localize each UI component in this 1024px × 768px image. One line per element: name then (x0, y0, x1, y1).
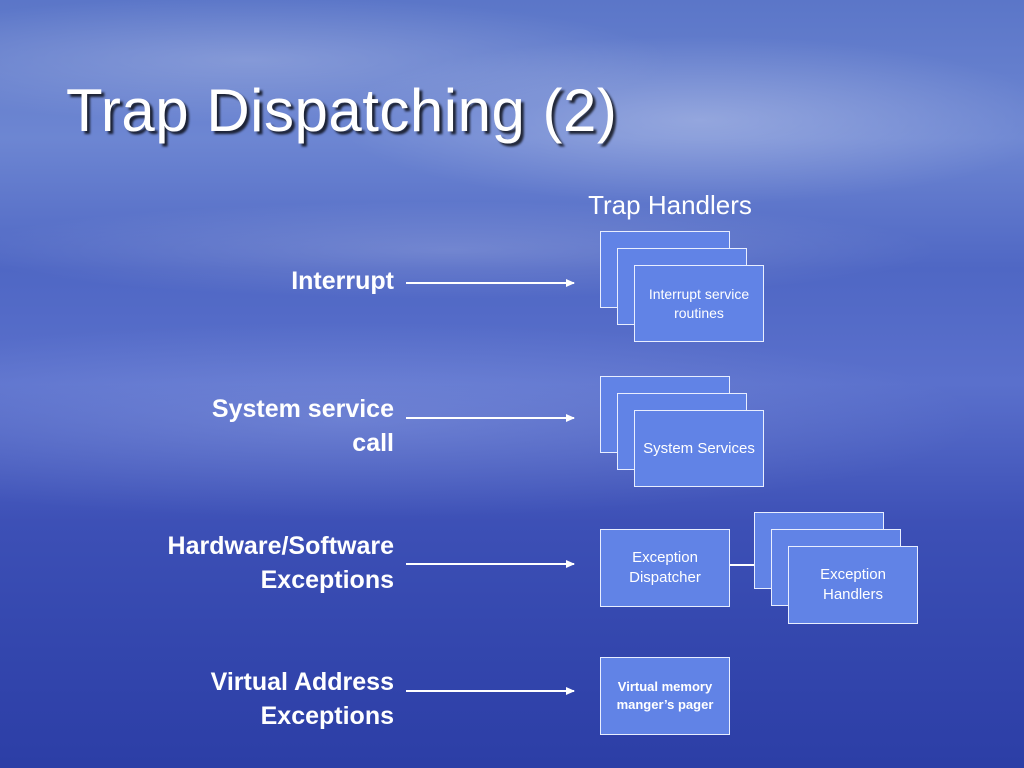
slide-title: Trap Dispatching (2) (66, 77, 618, 144)
system-services-label: System Services (643, 439, 755, 457)
exception-dispatcher-label: Exception Dispatcher (629, 549, 701, 586)
source-system-service-call: System service call (211, 395, 394, 457)
system-services-box: System Services (634, 410, 764, 487)
exception-dispatcher-box: Exception Dispatcher (600, 529, 730, 607)
vm-pager-box: Virtual memory manger’s pager (600, 657, 730, 735)
isr-box: Interrupt service routines (634, 265, 764, 342)
exception-handlers-label: Exception Handlers (820, 566, 886, 603)
vm-pager-label: Virtual memory manger’s pager (616, 679, 714, 712)
exception-handlers-box: Exception Handlers (788, 546, 918, 624)
source-interrupt: Interrupt (291, 267, 394, 295)
source-hw-sw-exceptions: Hardware/Software Exceptions (167, 532, 394, 594)
source-virtual-address-exceptions: Virtual Address Exceptions (210, 668, 394, 730)
trap-handlers-heading: Trap Handlers (588, 190, 752, 220)
isr-label: Interrupt service routines (648, 285, 750, 321)
